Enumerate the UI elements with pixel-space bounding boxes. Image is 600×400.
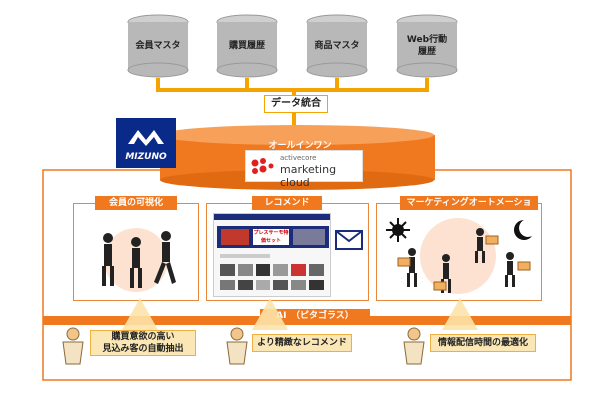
mizuno-wordmark: MIZUNO [125, 152, 167, 162]
allinone-label: オールインワン [268, 141, 332, 151]
ai-output-refined-recommend: より精緻なレコメンド [252, 334, 352, 352]
database-label-line2: 履歴 [417, 45, 436, 57]
database-purchase-history: 購買履歴 [216, 14, 278, 78]
mail-icon [397, 235, 531, 291]
database-member-master: 会員マスタ [127, 14, 189, 78]
section-title-recommend: レコメンド [252, 196, 322, 210]
site-banner: プレスサーモ特価セット [217, 226, 329, 248]
database-product-master: 商品マスタ [306, 14, 368, 78]
ai-output-line1: 情報配信時間の最適化 [437, 338, 528, 348]
ai-output-line1: 購買意欲の高い [111, 332, 175, 342]
database-label: 商品マスタ [314, 39, 359, 51]
ai-output-delivery-time: 情報配信時間の最適化 [430, 334, 536, 352]
database-label: 会員マスタ [135, 39, 180, 51]
section-title-marketing-automation: マーケティングオートメーション [400, 196, 538, 222]
database-label-line1: Web行動 [407, 33, 447, 45]
website-screenshot: プレスサーモ特価セット [213, 213, 331, 297]
activecore-dots-icon [251, 158, 274, 174]
pythagoras-figure-icon [226, 327, 248, 365]
mail-icon [335, 230, 363, 250]
pythagoras-figure-icon [62, 327, 84, 365]
activecore-label: activecore [280, 154, 317, 162]
moon-icon [514, 220, 532, 240]
database-group: 会員マスタ 購買履歴 商品マスタ Web行動 履歴 [127, 14, 458, 78]
runner-icon [407, 228, 515, 293]
pythagoras-figure-icon [403, 327, 425, 365]
database-web-history: Web行動 履歴 [396, 14, 458, 78]
ai-label: AI （ピタゴラス） [260, 309, 370, 323]
banner-text: プレスサーモ特価セット [253, 229, 289, 245]
mizuno-runbird-icon [128, 130, 164, 146]
runners-illustration [102, 228, 176, 292]
marketing-cloud-logo: activecore marketing cloud [245, 150, 363, 189]
data-integration-label: データ統合 [264, 95, 328, 113]
ai-output-line1: より精緻なレコメンド [257, 338, 347, 348]
ai-output-line2: 見込み客の自動抽出 [102, 344, 184, 354]
mizuno-logo: MIZUNO [116, 118, 176, 168]
runner-icon [102, 231, 176, 288]
automation-illustration [386, 218, 532, 294]
ai-output-prospect-extraction: 購買意欲の高い 見込み客の自動抽出 [90, 330, 196, 356]
sun-icon [386, 218, 410, 242]
database-label: 購買履歴 [228, 39, 265, 51]
product-grid [220, 264, 324, 276]
marketing-cloud-label: marketing cloud [280, 163, 337, 189]
section-title-member-visualization: 会員の可視化 [95, 196, 177, 210]
site-header [214, 214, 330, 220]
